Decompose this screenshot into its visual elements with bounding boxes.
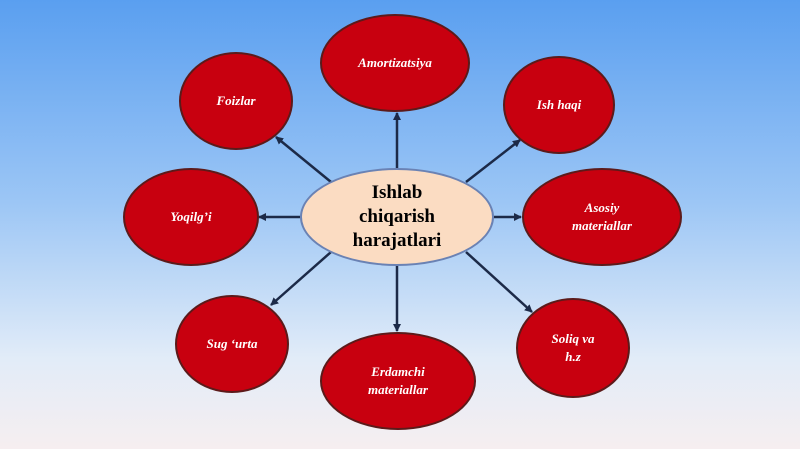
node-label: Asosiy materiallar (572, 200, 632, 233)
arrow-to-soliq (465, 251, 533, 313)
arrow-to-foizlar (275, 136, 332, 183)
node-amortizatsiya: Amortizatsiya (320, 14, 470, 112)
node-sugurta: Sug ‘urta (175, 295, 289, 393)
node-asosiy-materiallar: Asosiy materiallar (522, 168, 682, 266)
node-label: Ish haqi (536, 97, 582, 112)
node-label: Amortizatsiya (358, 55, 432, 70)
center-node: Ishlab chiqarish harajatlari (300, 168, 494, 266)
arrow-to-ish-haqi (465, 139, 521, 183)
arrow-to-sugurta (270, 251, 332, 306)
node-soliq: Soliq va h.z (516, 298, 630, 398)
node-label: Soliq va h.z (551, 331, 595, 364)
node-foizlar: Foizlar (179, 52, 293, 150)
node-erdamchi-materiallar: Erdamchi materiallar (320, 332, 476, 430)
center-node-label: Ishlab chiqarish harajatlari (352, 182, 442, 251)
node-ish-haqi: Ish haqi (503, 56, 615, 154)
node-label: Foizlar (216, 93, 256, 108)
node-label: Erdamchi materiallar (368, 364, 428, 397)
node-label: Yoqilg’i (170, 209, 212, 224)
node-yoqilgi: Yoqilg’i (123, 168, 259, 266)
node-label: Sug ‘urta (206, 336, 258, 351)
